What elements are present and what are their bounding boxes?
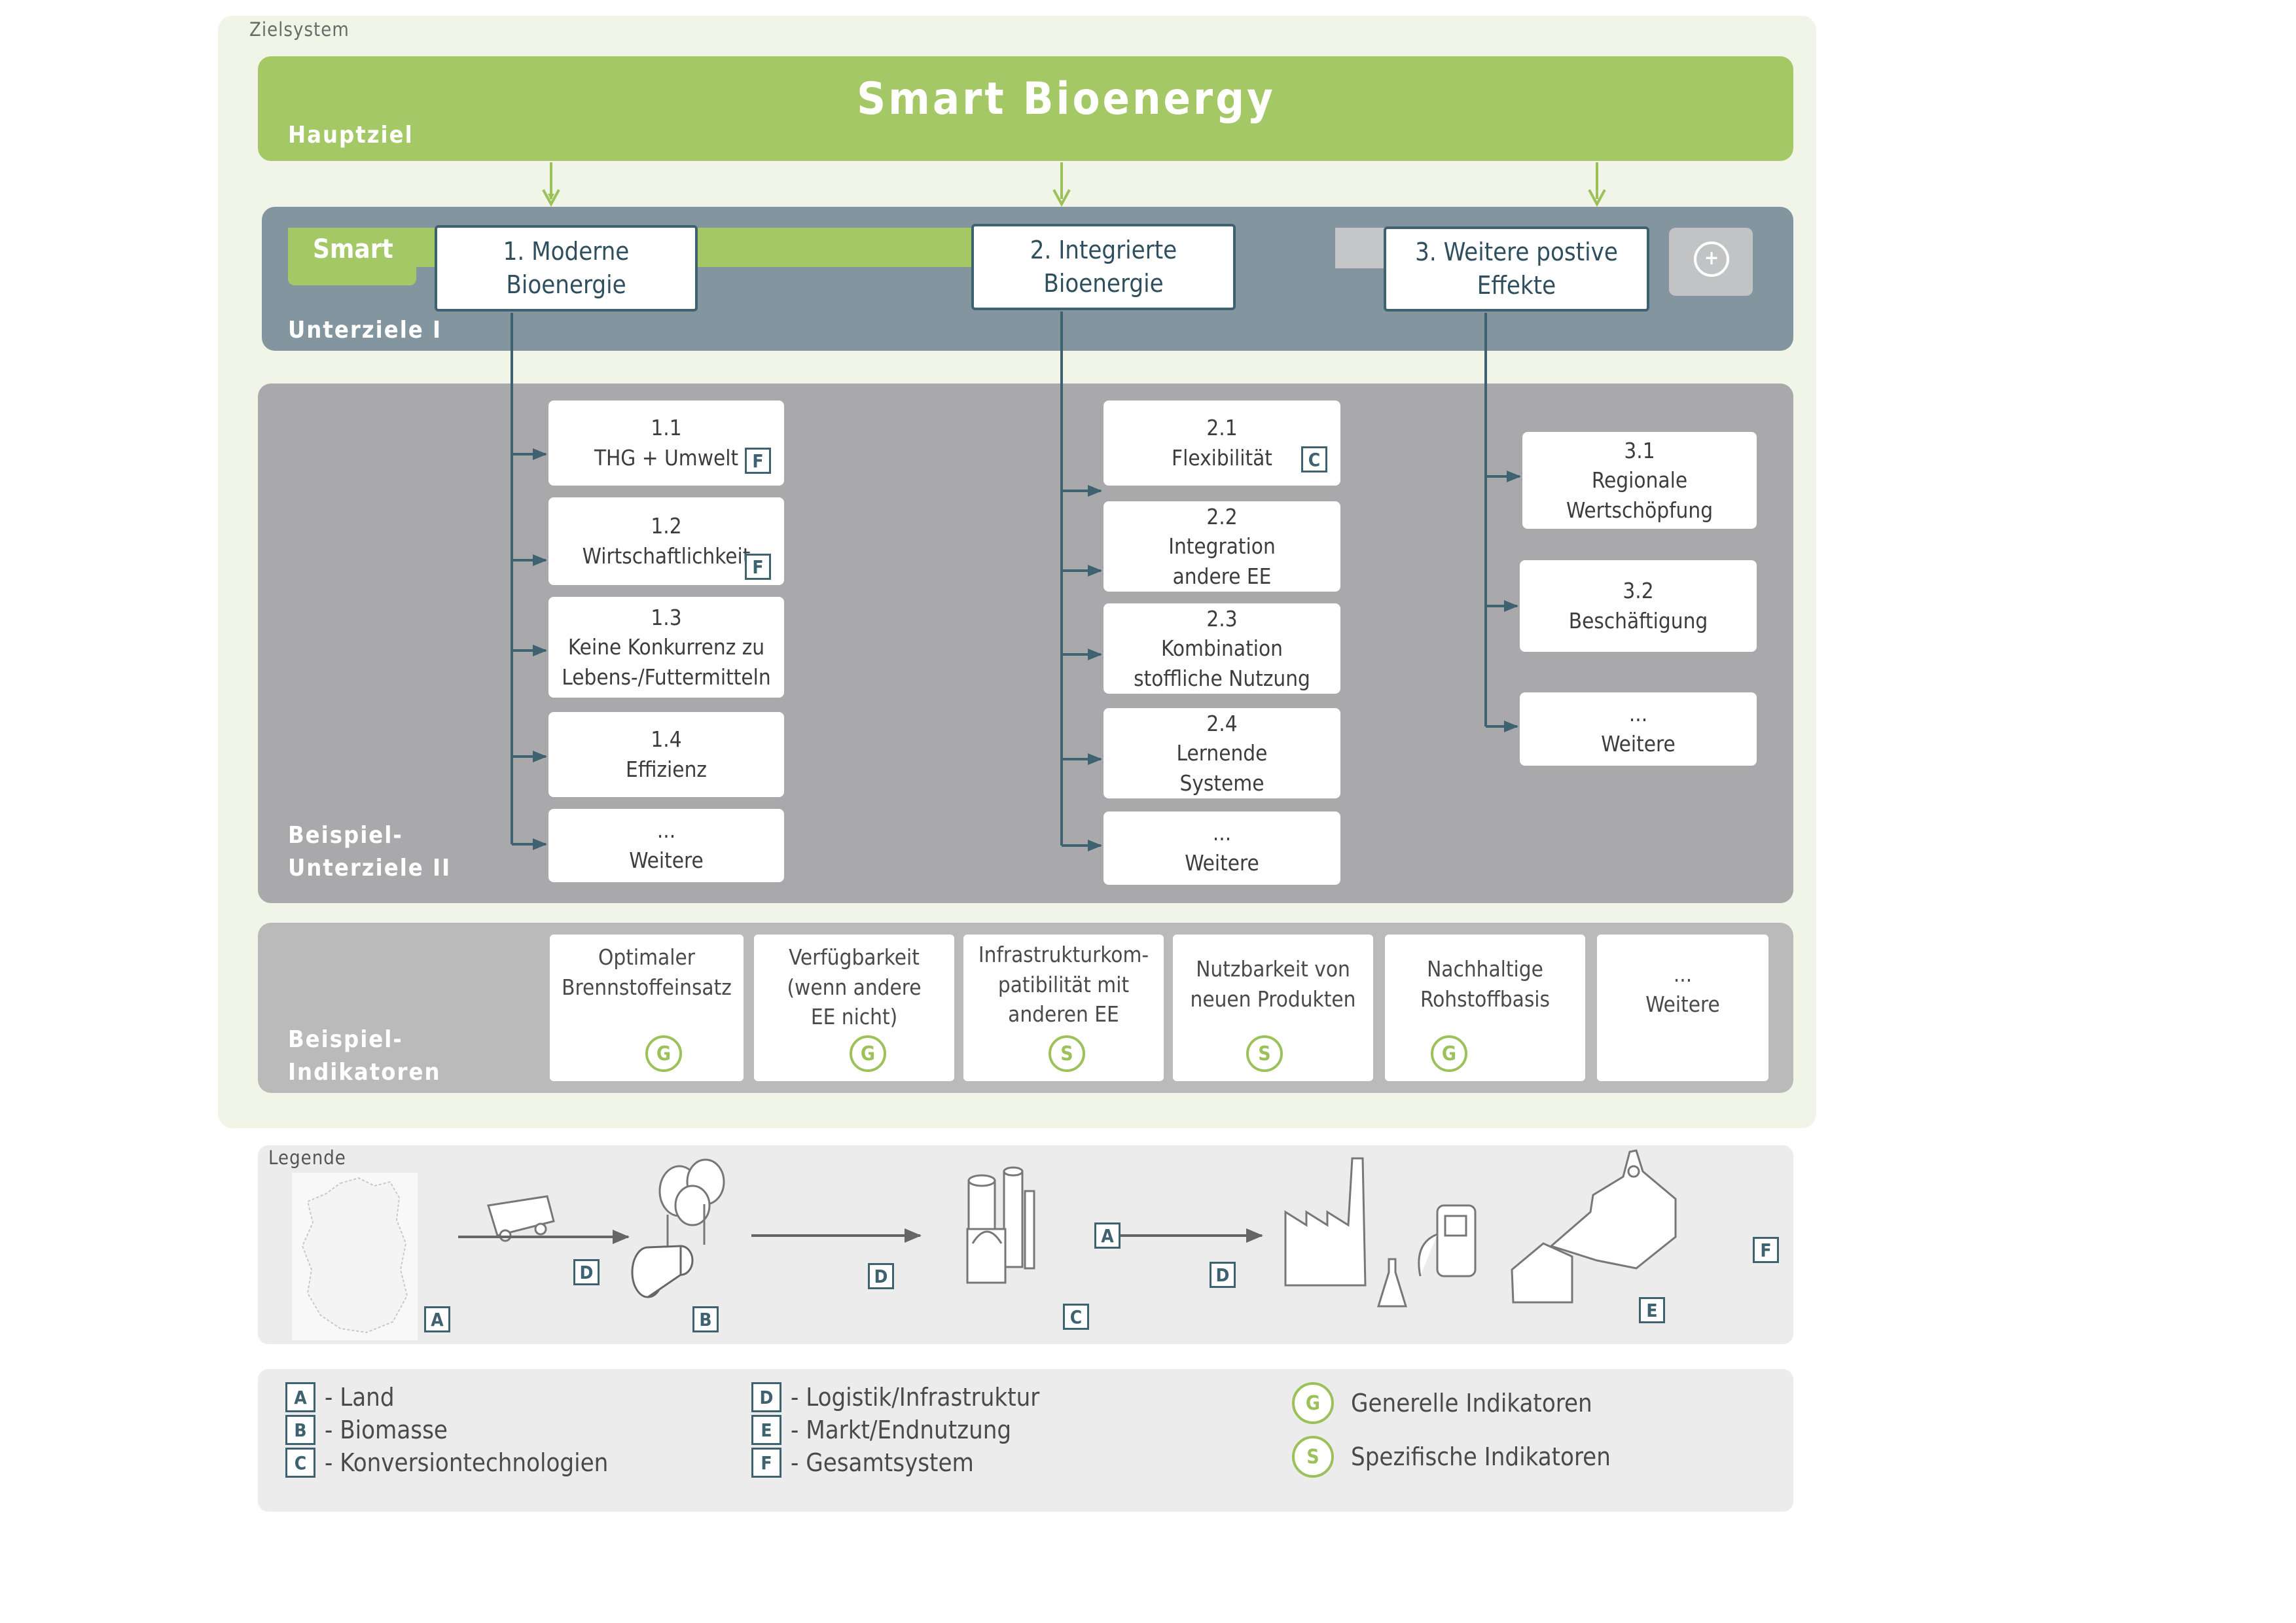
key-item: G Generelle Indikatoren: [1292, 1382, 1592, 1424]
subgoal-2-3: 2.3 Kombination stoffliche Nutzung: [1103, 603, 1340, 694]
key-item: A - Land: [285, 1382, 395, 1412]
key-indicator-badge: G: [1292, 1382, 1334, 1424]
key-panel: [258, 1369, 1793, 1512]
indicator-type-badge: G: [1431, 1035, 1467, 1072]
subgoal-1-3: 1.3 Keine Konkurrenz zu Lebens-/Futtermi…: [548, 597, 784, 698]
key-text: - Markt/Endnutzung: [791, 1416, 1012, 1444]
code-badge: F: [745, 554, 771, 580]
key-text: - Land: [325, 1383, 395, 1412]
indicator-type-badge: G: [850, 1035, 886, 1072]
germany-map-icon: [292, 1173, 418, 1340]
subgoal-1-4: 1.4 Effizienz: [548, 712, 784, 797]
key-item: F - Gesamtsystem: [751, 1448, 974, 1478]
key-code: B: [285, 1415, 315, 1445]
smart-tab: [288, 228, 416, 285]
subgoal-1-more: ... Weitere: [548, 809, 784, 882]
indicator-text: ... Weitere: [1645, 961, 1720, 1017]
indicator-type-badge: G: [645, 1035, 682, 1072]
key-text: - Gesamtsystem: [791, 1448, 974, 1477]
goal-integrated-bioenergy: 2. Integrierte Bioenergie: [971, 224, 1236, 310]
stage-code-land: A: [424, 1306, 450, 1332]
key-text: Generelle Indikatoren: [1351, 1389, 1592, 1418]
indicator-type-badge: S: [1246, 1035, 1283, 1072]
goal-further-effects: 3. Weitere postive Effekte: [1384, 226, 1649, 312]
key-item: B - Biomasse: [285, 1415, 448, 1445]
key-item: C - Konversiontechnologien: [285, 1448, 608, 1478]
indicator-type-badge: S: [1049, 1035, 1085, 1072]
indicator-card: ... Weitere: [1597, 935, 1768, 1081]
main-goal-label: Hauptziel: [288, 122, 414, 149]
legend-illustration: [292, 1149, 1677, 1340]
wood-logs-icon: [631, 1245, 694, 1298]
indicator-text: Infrastrukturkom- patibilität mit andere…: [978, 942, 1149, 1027]
key-item: D - Logistik/Infrastruktur: [751, 1382, 1039, 1412]
arrow-code-logistics: D: [1210, 1262, 1236, 1288]
subgoal-3-2: 3.2 Beschäftigung: [1520, 560, 1757, 652]
legend-label: Legende: [268, 1147, 346, 1169]
key-text: - Biomasse: [325, 1416, 448, 1444]
indicator-text: Optimaler Brennstoffeinsatz: [562, 944, 732, 1000]
stage-code-conversion: C: [1063, 1304, 1089, 1330]
key-code: A: [285, 1382, 315, 1412]
factory-icon: [1284, 1157, 1367, 1287]
goal-system-label: Zielsystem: [249, 18, 350, 41]
sub-goals-2-label: Beispiel- Unterziele II: [288, 822, 452, 882]
arrow-code-land: A: [1094, 1222, 1121, 1249]
arrow-code-logistics: D: [573, 1259, 600, 1285]
subgoal-2-1: 2.1 Flexibilität: [1103, 401, 1340, 486]
stage-code-biomass: B: [692, 1306, 719, 1332]
sub-goals-1-label: Unterziele I: [288, 317, 442, 344]
subgoal-3-more: ... Weitere: [1520, 692, 1757, 766]
arrow-code-logistics: D: [868, 1263, 894, 1289]
key-item: S Spezifische Indikatoren: [1292, 1436, 1611, 1478]
subgoal-2-more: ... Weitere: [1103, 812, 1340, 885]
key-item: E - Markt/Endnutzung: [751, 1415, 1011, 1445]
key-code: D: [751, 1382, 781, 1412]
subgoal-3-1: 3.1 Regionale Wertschöpfung: [1522, 432, 1757, 529]
biogas-plant-icon: [966, 1166, 1035, 1284]
subgoal-2-4: 2.4 Lernende Systeme: [1103, 708, 1340, 798]
key-text: - Logistik/Infrastruktur: [791, 1383, 1040, 1412]
houses-icon: [1511, 1149, 1677, 1304]
indicator-card: Nachhaltige Rohstoffbasis: [1385, 935, 1585, 1081]
code-badge: C: [1301, 446, 1327, 473]
key-code: F: [751, 1448, 781, 1478]
trees-icon: [658, 1158, 725, 1257]
plus-icon[interactable]: +: [1694, 241, 1729, 277]
key-indicator-badge: S: [1292, 1436, 1334, 1478]
subgoal-2-2: 2.2 Integration andere EE: [1103, 501, 1340, 592]
flask-icon: [1376, 1258, 1408, 1308]
indicators-label: Beispiel- Indikatoren: [288, 1026, 441, 1086]
goal-modern-bioenergy: 1. Moderne Bioenergie: [435, 225, 698, 312]
indicator-text: Nutzbarkeit von neuen Produkten: [1190, 956, 1356, 1012]
truck-icon: [487, 1195, 555, 1242]
main-goal-title: Smart Bioenergy: [857, 73, 1276, 125]
key-code: C: [285, 1448, 315, 1478]
key-text: Spezifische Indikatoren: [1351, 1442, 1611, 1471]
indicator-text: Verfügbarkeit (wenn andere EE nicht): [787, 944, 922, 1030]
stage-code-market: E: [1639, 1297, 1665, 1323]
main-goal-bar: [258, 56, 1793, 161]
key-code: E: [751, 1415, 781, 1445]
fuel-pump-icon: [1418, 1204, 1477, 1277]
indicator-text: Nachhaltige Rohstoffbasis: [1420, 956, 1551, 1012]
smart-label: Smart: [313, 234, 393, 264]
code-badge: F: [745, 448, 771, 474]
stage-code-system: F: [1753, 1237, 1779, 1263]
key-text: - Konversiontechnologien: [325, 1448, 609, 1477]
subgoal-1-2: 1.2 Wirtschaftlichkeit: [548, 497, 784, 585]
